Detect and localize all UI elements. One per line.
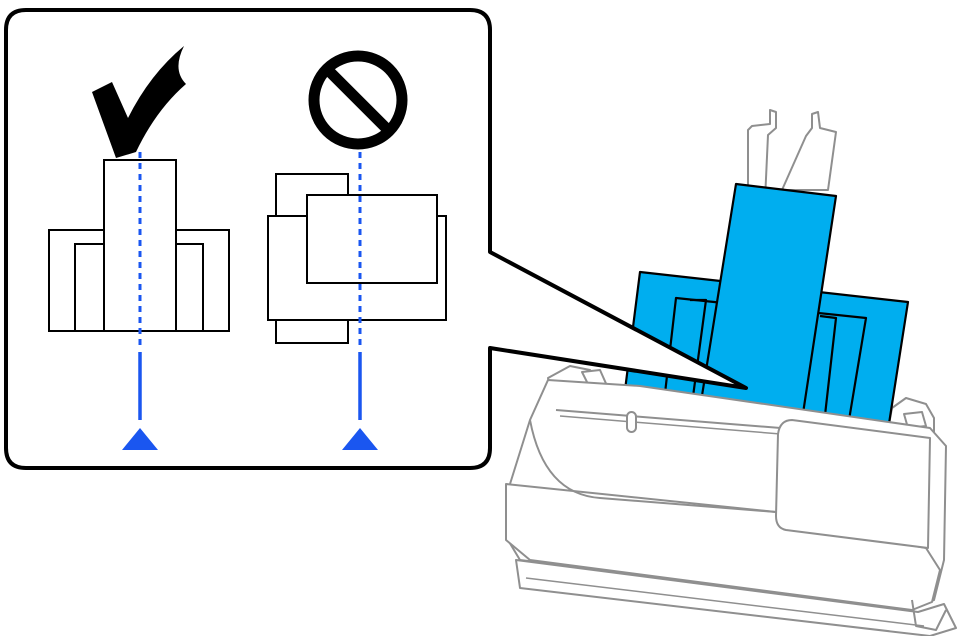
center-marker-triangle — [342, 428, 378, 450]
checkmark-icon — [92, 46, 186, 158]
prohibited-icon — [308, 50, 408, 150]
center-marker-triangle — [122, 428, 158, 450]
power-button — [626, 411, 637, 433]
misaligned-documents — [267, 173, 447, 344]
scanner-body — [505, 379, 957, 636]
input-tray-extension — [747, 109, 837, 201]
scanner — [547, 109, 935, 441]
control-panel — [775, 419, 931, 549]
loaded-documents — [622, 182, 910, 432]
correct-panel — [48, 46, 230, 450]
doc-top — [306, 194, 438, 284]
incorrect-panel — [267, 50, 447, 450]
